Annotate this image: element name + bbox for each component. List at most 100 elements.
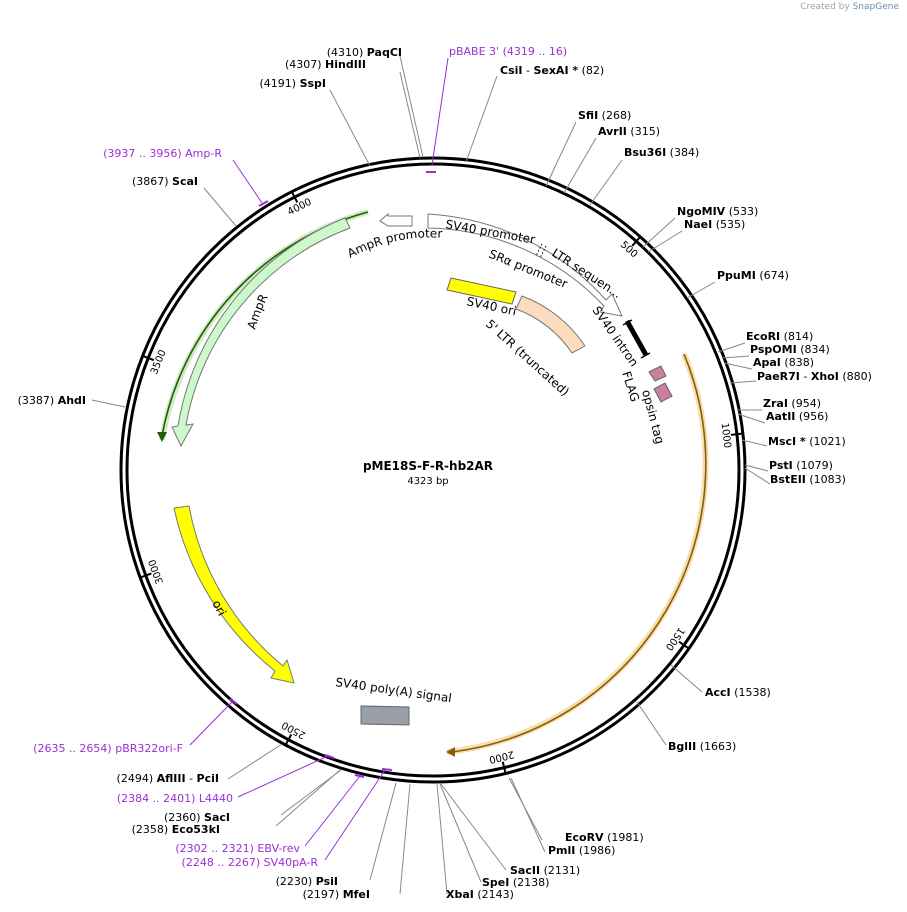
site-name-2: SexAI * — [533, 64, 578, 77]
ltr-truncated-feature[interactable] — [515, 295, 586, 354]
ori-label: ori — [209, 598, 229, 618]
site-position: (2358) — [132, 823, 169, 836]
sv40-promoter-divider — [535, 243, 543, 257]
tick-mark — [290, 191, 299, 203]
backbone-inner — [125, 162, 741, 778]
site-name: NaeI — [684, 218, 712, 231]
primer-label[interactable]: (2384 .. 2401) L4440 — [117, 792, 233, 805]
site-label[interactable]: (2360) SacI — [164, 811, 230, 824]
site-label[interactable]: (3867) ScaI — [132, 175, 198, 188]
tick-mark — [678, 640, 690, 650]
site-position: (1663) — [700, 740, 737, 753]
site-label[interactable]: EcoRI (814) — [746, 330, 813, 343]
site-label[interactable]: AccI (1538) — [705, 686, 771, 699]
ampr-feature[interactable] — [171, 217, 351, 448]
site-name: MscI * — [768, 435, 806, 448]
primer-label[interactable]: (2302 .. 2321) EBV-rev — [175, 842, 300, 855]
site-label[interactable]: NaeI (535) — [684, 218, 745, 231]
primer-name: SV40pA-R — [264, 856, 319, 869]
site-label[interactable]: AvrII (315) — [598, 125, 660, 138]
site-name: PaeR7I — [757, 370, 800, 383]
site-label[interactable]: (3387) AhdI — [18, 394, 86, 407]
green-feature-arrowhead — [157, 432, 167, 442]
site-name: SpeI — [482, 876, 509, 889]
sv40-intron-cap-1 — [622, 319, 633, 326]
primer-label[interactable]: (3937 .. 3956) Amp-R — [103, 147, 222, 160]
primer-label[interactable]: pBABE 3' (4319 .. 16) — [449, 45, 567, 58]
site-name: ApaI — [753, 356, 781, 369]
site-position: (384) — [670, 146, 700, 159]
site-position: (2360) — [164, 811, 201, 824]
site-label[interactable]: EcoRV (1981) — [565, 831, 644, 844]
tick-label: 3000 — [147, 558, 166, 586]
site-label[interactable]: SacII (2131) — [510, 864, 580, 877]
site-label[interactable]: ZraI (954) — [763, 397, 821, 410]
site-label[interactable]: Bsu36I (384) — [624, 146, 699, 159]
sv40-intron-feature[interactable] — [624, 319, 649, 357]
site-label[interactable]: BglII (1663) — [668, 740, 736, 753]
primer-name: pBR322ori-F — [115, 742, 183, 755]
site-position: (315) — [630, 125, 660, 138]
site-label[interactable]: AatII (956) — [766, 410, 828, 423]
site-name: AflIII — [157, 772, 186, 785]
site-name: SacII — [510, 864, 540, 877]
site-label[interactable]: ApaI (838) — [753, 356, 814, 369]
sv40-intron-cap-2 — [640, 352, 651, 359]
site-label[interactable]: (2197) MfeI — [303, 888, 370, 901]
site-label[interactable]: PstI (1079) — [769, 459, 833, 472]
tick-mark — [631, 236, 642, 247]
site-label[interactable]: SpeI (2138) — [482, 876, 549, 889]
site-label[interactable]: (2230) PsiI — [276, 875, 338, 888]
opsin-tag-feature[interactable] — [653, 382, 673, 403]
site-label[interactable]: PaeR7I - XhoI (880) — [757, 370, 872, 383]
sv40-polya-feature[interactable] — [360, 705, 410, 726]
site-position: (268) — [602, 109, 632, 122]
green-feature-arc — [161, 211, 369, 437]
site-position: (533) — [729, 205, 759, 218]
primer-label[interactable]: (2248 .. 2267) SV40pA-R — [182, 856, 319, 869]
site-name: BstEII — [770, 473, 806, 486]
site-label[interactable]: (2358) Eco53kI — [132, 823, 220, 836]
sv40-promoter-feature[interactable] — [427, 213, 623, 317]
primer-marker-pbr322ori — [229, 698, 238, 705]
site-name: ScaI — [172, 175, 198, 188]
site-label[interactable]: (4191) SspI — [259, 77, 326, 90]
site-position: (1079) — [796, 459, 833, 472]
site-label[interactable]: XbaI (2143) — [446, 888, 514, 901]
site-name: SacI — [204, 811, 230, 824]
site-position: (1021) — [809, 435, 846, 448]
sv40-polya-label: SV40 poly(A) signal — [335, 675, 453, 705]
site-label[interactable]: BstEII (1083) — [770, 473, 846, 486]
site-label[interactable]: SfiI (268) — [578, 109, 631, 122]
ori-feature[interactable] — [173, 505, 295, 684]
flag-feature[interactable] — [648, 365, 667, 382]
site-label[interactable]: PpuMI (674) — [717, 269, 789, 282]
site-label[interactable]: NgoMIV (533) — [677, 205, 758, 218]
site-label[interactable]: PmlI (1986) — [548, 844, 615, 857]
tick-mark — [142, 354, 155, 362]
site-label[interactable]: CsiI - SexAI * (82) — [500, 64, 604, 77]
site-label[interactable]: MscI * (1021) — [768, 435, 846, 448]
site-position: (1986) — [579, 844, 616, 857]
site-position: (956) — [799, 410, 829, 423]
site-label[interactable]: PspOMI (834) — [750, 343, 830, 356]
ampr-promoter-feature[interactable] — [379, 212, 413, 227]
primer-marker-ampr — [258, 200, 269, 207]
site-name: CsiI — [500, 64, 522, 77]
primer-position: (4319 .. 16) — [503, 45, 568, 58]
site-name: Bsu36I — [624, 146, 666, 159]
primer-label[interactable]: (2635 .. 2654) pBR322ori-F — [33, 742, 183, 755]
ampr-promoter-label: AmpR promoter — [345, 226, 443, 260]
site-name: EcoRV — [565, 831, 604, 844]
site-label[interactable]: (4307) HindIII — [285, 58, 366, 71]
ltr-sequence-label: LTR sequen... — [549, 246, 624, 301]
site-position: (82) — [582, 64, 605, 77]
site-label[interactable]: (4310) PaqCI — [327, 46, 402, 59]
site-name: AvrII — [598, 125, 627, 138]
site-name: AccI — [705, 686, 731, 699]
sv40-promoter-divider-2 — [539, 245, 547, 259]
site-name-2: PciI — [197, 772, 219, 785]
sv40-ori-feature[interactable] — [446, 277, 517, 305]
site-position: (3387) — [18, 394, 55, 407]
site-label[interactable]: (2494) AflIII - PciI — [117, 772, 219, 785]
